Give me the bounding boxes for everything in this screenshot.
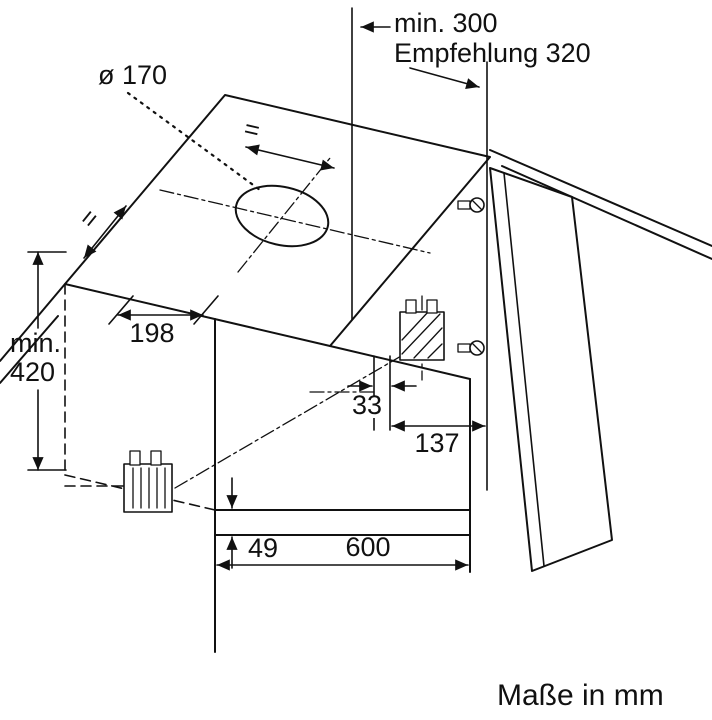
screw-slot-icon	[471, 342, 483, 354]
worktop-edges	[0, 149, 712, 384]
fixing-screws	[457, 197, 485, 356]
dim-min300-label: min. 300	[394, 8, 498, 38]
dim-hole-diameter-label: ø 170	[98, 60, 167, 90]
top-panel	[64, 94, 491, 347]
dim-600-label: 600	[345, 532, 390, 562]
dim-min420-label-value: 420	[10, 357, 55, 387]
screw-shaft-icon	[457, 200, 471, 210]
dim-137-label: 137	[414, 428, 459, 458]
reference-lines	[351, 7, 488, 491]
bracket-hatch	[413, 327, 443, 359]
bracket-body	[399, 311, 445, 361]
exhaust-hole	[159, 157, 431, 273]
worktop-edge-right-inner	[501, 165, 712, 260]
mounting-axis-line	[174, 351, 409, 489]
screw-shaft-icon	[457, 343, 471, 353]
hole-centerline-width	[159, 189, 431, 254]
dim-33-label-bg	[350, 396, 384, 418]
dim-empfehlung320-arrow	[409, 67, 480, 89]
door-panel	[489, 167, 613, 572]
units-note: Maße in mm	[497, 679, 664, 712]
dim-198-label: 198	[129, 318, 174, 348]
hole-centerline-depth	[237, 157, 331, 273]
dimensions: min. 300 Empfehlung 320 ø 170 = = min. 4…	[10, 8, 591, 571]
hidden-bottom-left-edge	[64, 474, 216, 511]
dim-equal-top-label: =	[241, 113, 263, 146]
dim-33-label: 33	[352, 390, 382, 420]
door-edge-line	[503, 172, 545, 567]
worktop-edge-left-inner	[0, 315, 59, 384]
mounting-bracket-right	[399, 299, 445, 361]
cabinet-front	[214, 318, 471, 653]
hidden-edges	[64, 283, 216, 511]
bracket-hatch	[401, 311, 429, 341]
bracket-tab	[150, 450, 162, 466]
bracket-tab	[129, 450, 141, 466]
dim-49-label-bg	[244, 538, 282, 562]
dim-equal-left-line	[83, 205, 127, 259]
hood-centerlines	[174, 295, 423, 489]
bracket-hatch	[401, 313, 441, 355]
dim-49-label: 49	[248, 533, 278, 563]
mounting-bracket-left	[123, 450, 173, 513]
dim-equal-top-line	[245, 144, 335, 171]
bracket-hatch	[427, 343, 443, 359]
dim-equal-left-label: =	[73, 203, 106, 234]
duct-hole-ellipse	[234, 184, 330, 248]
dim-600-label-bg	[338, 536, 398, 560]
dim-empfehlung320-label: Empfehlung 320	[394, 38, 591, 68]
cabinet-door	[489, 167, 613, 572]
bracket-body	[123, 463, 173, 513]
dim-min420-label-word: min.	[10, 328, 61, 358]
screw-slot-icon	[471, 199, 483, 211]
dim-hole-leader-dotted	[126, 91, 262, 192]
bracket-tab	[426, 299, 438, 314]
worktop-edge-right-outer	[489, 149, 712, 247]
top-front-edge-extension	[329, 345, 471, 380]
bracket-tab	[405, 299, 417, 314]
worktop-edge-left-outer	[0, 283, 66, 362]
